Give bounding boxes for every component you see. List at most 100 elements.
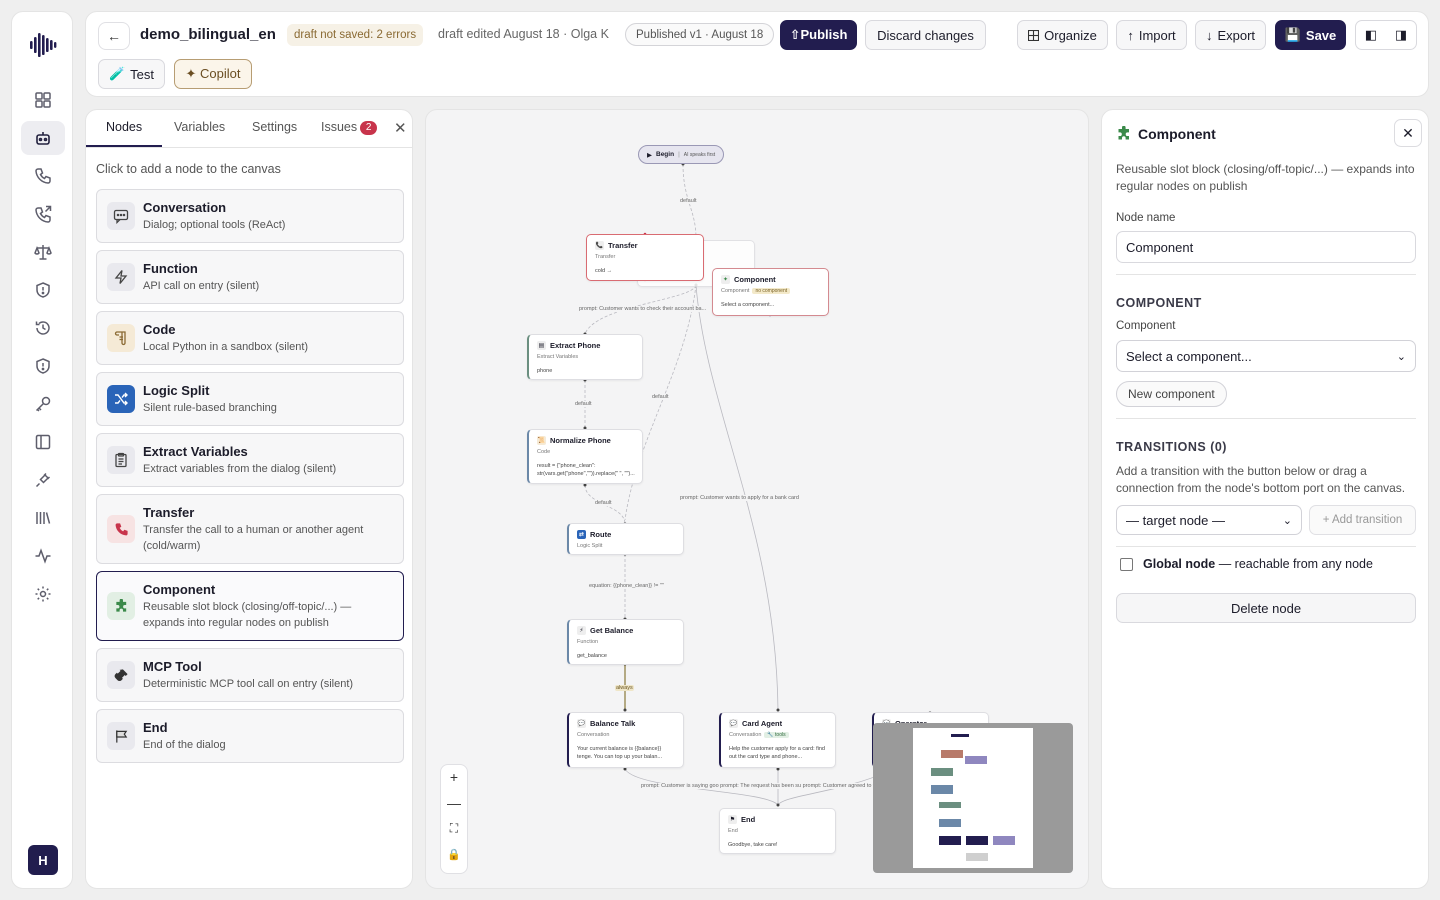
- flag-icon: ⚑: [728, 815, 737, 824]
- test-button[interactable]: 🧪Test: [98, 59, 165, 89]
- canvas-node-balance-talk[interactable]: 💬Balance Talk Conversation Your current …: [567, 712, 684, 768]
- sidebar-item-compliance[interactable]: [21, 235, 65, 269]
- minimap-node: [941, 750, 963, 758]
- node-type-component[interactable]: Component Reusable slot block (closing/o…: [96, 571, 404, 641]
- canvas-node-route[interactable]: ⇄Route Logic Split: [567, 523, 684, 555]
- component-select[interactable]: Select a component... ⌄: [1116, 340, 1416, 372]
- canvas-node-end[interactable]: ⚑End End Goodbye, take care!: [719, 808, 836, 854]
- sidebar-item-keys[interactable]: [21, 387, 65, 421]
- shield-icon: [36, 358, 50, 374]
- edge-label[interactable]: default: [679, 198, 698, 204]
- sidebar-item-campaigns[interactable]: [21, 197, 65, 231]
- publish-button[interactable]: ⇧Publish: [780, 20, 857, 50]
- transitions-section-heading: TRANSITIONS (0): [1116, 440, 1227, 454]
- edge-label[interactable]: default: [651, 394, 670, 400]
- fit-view-button[interactable]: ⛶: [449, 821, 459, 835]
- discard-changes-button[interactable]: Discard changes: [865, 20, 986, 50]
- node-type-conversation[interactable]: Conversation Dialog; optional tools (ReA…: [96, 189, 404, 243]
- sidebar-item-agents[interactable]: [21, 121, 65, 155]
- flow-canvas[interactable]: ▶ Begin | AI speaks first 📞Transfer Tran…: [425, 109, 1089, 889]
- avatar[interactable]: H: [28, 845, 58, 875]
- target-node-select[interactable]: — target node — ⌄: [1116, 505, 1302, 535]
- node-type-mcp-tool[interactable]: MCP Tool Deterministic MCP tool call on …: [96, 648, 404, 702]
- zoom-out-button[interactable]: —: [447, 795, 461, 811]
- canvas-minimap[interactable]: [873, 723, 1073, 873]
- sidebar-item-knowledge[interactable]: [21, 425, 65, 459]
- organize-button[interactable]: Organize: [1017, 20, 1108, 50]
- copilot-button[interactable]: ✦ Copilot: [174, 59, 252, 89]
- tab-variables[interactable]: Variables: [174, 120, 226, 134]
- node-name-input[interactable]: Component: [1116, 231, 1416, 263]
- edge-label[interactable]: prompt: Customer wants to apply for a ba…: [679, 495, 800, 501]
- sidebar-item-tools[interactable]: [21, 463, 65, 497]
- chevron-down-icon: ⌄: [1282, 514, 1292, 527]
- canvas-node-get-balance[interactable]: ⚡Get Balance Function get_balance: [567, 619, 684, 665]
- issues-count-badge: 2: [360, 120, 378, 135]
- edge-label[interactable]: prompt: Customer is saying goo prompt: T…: [640, 783, 883, 789]
- global-node-checkbox[interactable]: [1120, 558, 1133, 571]
- edge-label[interactable]: default: [594, 500, 613, 506]
- panel-toggle-group: ◧ ◨: [1355, 20, 1417, 50]
- edge-label[interactable]: prompt: Customer wants to check their ac…: [578, 306, 708, 312]
- minimap-node: [966, 853, 988, 861]
- import-button[interactable]: ↑Import: [1116, 20, 1187, 50]
- add-transition-button[interactable]: + Add transition: [1309, 505, 1416, 535]
- edge-label[interactable]: default: [574, 401, 593, 407]
- component-section-heading: COMPONENT: [1116, 296, 1202, 310]
- key-icon: [35, 396, 51, 412]
- node-type-transfer[interactable]: Transfer Transfer the call to a human or…: [96, 494, 404, 564]
- canvas-node-extract-phone[interactable]: ▤Extract Phone Extract Variables phone: [527, 334, 643, 380]
- sidebar-item-guardrails[interactable]: [21, 349, 65, 383]
- agent-name: demo_bilingual_en: [140, 26, 276, 43]
- edge-label[interactable]: equation: {{phone_clean}} != "": [588, 583, 665, 589]
- tab-settings[interactable]: Settings: [252, 120, 298, 134]
- scroll-icon: 📜: [537, 436, 546, 445]
- node-type-logic-split[interactable]: Logic Split Silent rule-based branching: [96, 372, 404, 426]
- plug-icon: [35, 472, 51, 488]
- waveform-logo-icon[interactable]: [29, 32, 57, 58]
- node-type-extract-variables[interactable]: Extract Variables Extract variables from…: [96, 433, 404, 487]
- sidebar-item-calls[interactable]: [21, 159, 65, 193]
- edge-label-always[interactable]: always: [615, 685, 634, 691]
- zoom-in-button[interactable]: +: [449, 769, 459, 785]
- canvas-node-transfer[interactable]: 📞Transfer Transfer cold →: [586, 234, 704, 281]
- minimap-node: [931, 785, 953, 794]
- zoom-controls: + — ⛶ 🔒: [440, 764, 468, 874]
- draft-error-badge[interactable]: draft not saved: 2 errors: [287, 24, 424, 46]
- delete-node-button[interactable]: Delete node: [1116, 593, 1416, 623]
- canvas-node-card-agent[interactable]: 💬Card Agent Conversation🔧 tools Help the…: [719, 712, 836, 768]
- chat-icon: [107, 202, 135, 230]
- canvas-node-normalize-phone[interactable]: 📜Normalize Phone Code result = {"phone_c…: [527, 429, 643, 484]
- save-button[interactable]: 💾Save: [1275, 20, 1346, 50]
- phone-icon: [35, 168, 51, 184]
- new-component-button[interactable]: New component: [1116, 381, 1227, 407]
- shuffle-icon: ⇄: [577, 530, 586, 539]
- export-button[interactable]: ↓Export: [1195, 20, 1266, 50]
- toggle-right-panel-icon[interactable]: ◨: [1394, 27, 1408, 42]
- shield-alert-icon: [36, 282, 50, 298]
- global-node-label: Global node — reachable from any node: [1143, 557, 1373, 571]
- sidebar-item-dashboard[interactable]: [21, 83, 65, 117]
- sidebar-item-analytics[interactable]: [21, 539, 65, 573]
- begin-node[interactable]: ▶ Begin | AI speaks first: [638, 145, 725, 164]
- published-version-badge: Published v1 · August 18: [625, 23, 775, 46]
- sidebar-item-library[interactable]: [21, 501, 65, 535]
- node-type-code[interactable]: Code Local Python in a sandbox (silent): [96, 311, 404, 365]
- toggle-left-panel-icon[interactable]: ◧: [1364, 27, 1378, 42]
- tab-nodes[interactable]: Nodes: [106, 120, 143, 134]
- close-icon[interactable]: ✕: [394, 120, 407, 137]
- sidebar-item-security[interactable]: [21, 273, 65, 307]
- sidebar-item-history[interactable]: [21, 311, 65, 345]
- transitions-hint: Add a transition with the button below o…: [1116, 464, 1406, 496]
- inspector-title: Component: [1138, 126, 1216, 142]
- minimap-node: [939, 819, 961, 827]
- node-type-end[interactable]: End End of the dialog: [96, 709, 404, 763]
- close-inspector-button[interactable]: ✕: [1394, 119, 1422, 147]
- lock-icon[interactable]: 🔒: [447, 849, 461, 861]
- node-type-function[interactable]: Function API call on entry (silent): [96, 250, 404, 304]
- minimap-node: [993, 836, 1015, 845]
- sidebar-item-settings[interactable]: [21, 577, 65, 611]
- back-button[interactable]: ←: [98, 22, 130, 50]
